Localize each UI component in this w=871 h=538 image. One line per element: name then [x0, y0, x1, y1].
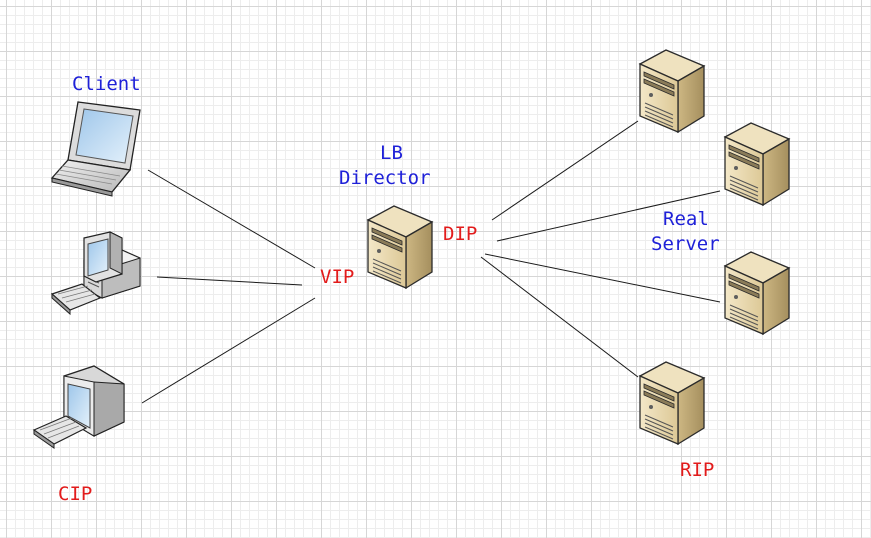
link-tower-vip — [156, 276, 303, 286]
lb-director-label-line2: Director — [339, 167, 431, 189]
real-server-label-line2: Server — [651, 233, 720, 255]
link-laptop-vip — [147, 169, 316, 269]
cip-label: CIP — [58, 483, 93, 505]
laptop-icon — [50, 101, 141, 197]
link-dip-server-4 — [480, 256, 639, 378]
link-monitor-vip — [141, 297, 316, 404]
server-icon — [724, 122, 790, 206]
server-icon — [724, 251, 790, 335]
link-dip-server-1 — [491, 120, 639, 221]
server-icon — [639, 361, 705, 445]
rip-label: RIP — [680, 459, 715, 481]
dip-label: DIP — [443, 223, 478, 245]
links — [141, 120, 721, 404]
link-dip-server-2 — [496, 190, 721, 242]
link-dip-server-3 — [484, 253, 721, 303]
lb-director-label-line1: LB — [380, 142, 403, 164]
vip-label: VIP — [320, 266, 355, 288]
desktop-tower-icon — [50, 231, 141, 316]
server-icon — [367, 205, 433, 289]
server-icon — [639, 49, 705, 133]
client-label: Client — [72, 73, 141, 95]
real-server-label-line1: Real — [663, 208, 709, 230]
desktop-monitor-icon — [32, 365, 125, 449]
